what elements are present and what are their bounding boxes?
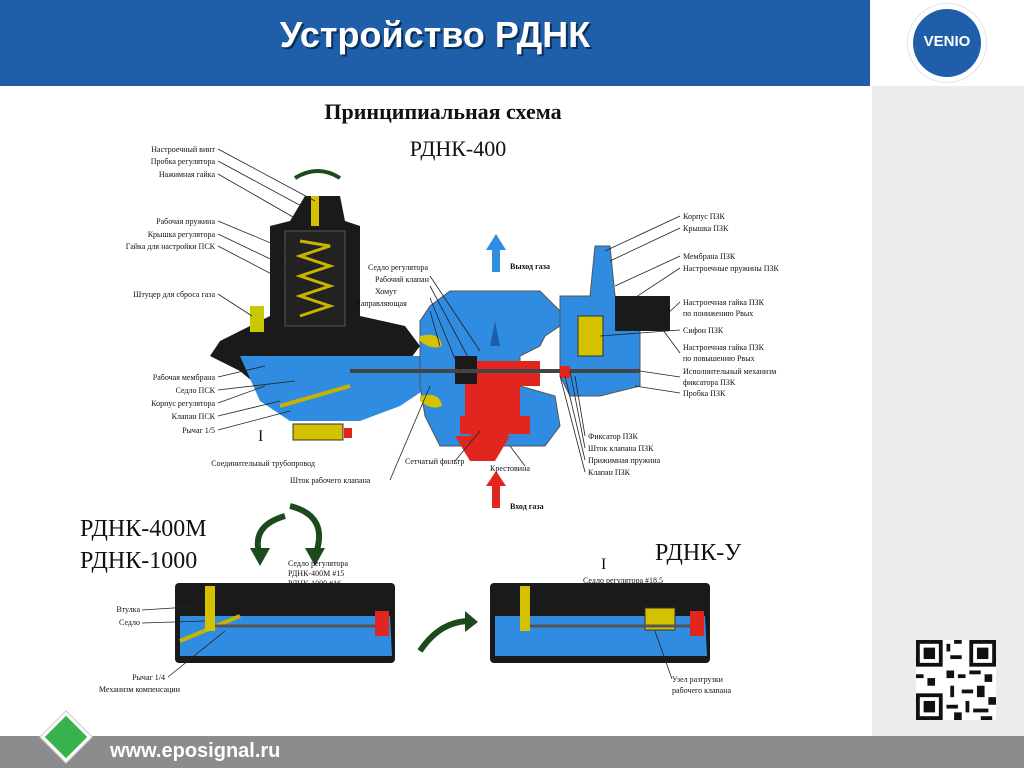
logo-circle: VENIO	[913, 9, 981, 77]
label-pzk-housing: Корпус ПЗК	[683, 212, 726, 221]
regulator-main-body	[210, 196, 430, 441]
label-mesh-filter: Сетчатый фильтр	[405, 457, 464, 466]
label-pressure-nut: Нажимная гайка	[159, 170, 216, 179]
label-pzk-actuator: Исполнительный механизм	[683, 367, 776, 376]
label-seat-m: Седло регулятора	[288, 559, 348, 568]
label-pzk-latch: Фиксатор ПЗК	[588, 432, 638, 441]
gas-in-arrow	[486, 471, 506, 508]
label-crosspiece: Крестовина	[490, 464, 530, 473]
logo-text: VENIO	[923, 33, 971, 50]
logo-area: VENIO	[870, 0, 1024, 86]
label-seat-u: Седло регулятора #18.5	[583, 576, 663, 585]
label-pzk-membrane: Мембрана ПЗК	[683, 252, 736, 261]
page-title: Устройство РДНК	[279, 14, 591, 55]
label-working-spring: Рабочая пружина	[156, 217, 215, 226]
label-regulator-housing: Корпус регулятора	[151, 399, 215, 408]
label-adjust-screw: Настроечный винт	[151, 145, 215, 154]
gas-out-label: Выход газа	[510, 262, 550, 271]
label-pzk-stem: Шток клапана ПЗК	[588, 444, 654, 453]
regulator-u-cutaway	[490, 583, 710, 663]
footer-url[interactable]: www.eposignal.ru	[110, 740, 281, 762]
label-pzk-springs: Настроечные пружины ПЗК	[683, 264, 779, 273]
label-compensation: Механизм компенсации	[99, 685, 181, 694]
label-unloader: Узел разгрузки	[672, 675, 724, 684]
label-psk-seat: Седло ПСК	[176, 386, 216, 395]
label-pzk-nut-low-2: по понижению Рвых	[683, 309, 753, 318]
gas-in-label: Вход газа	[510, 502, 544, 511]
label-pzk-nut-high-2: по повышению Рвых	[683, 354, 755, 363]
model-u: РДНК-У	[655, 540, 741, 566]
label-working-valve: Рабочий клапан	[375, 275, 430, 284]
model-main: РДНК-400	[410, 136, 506, 161]
label-pzk-siphon: Сифон ПЗК	[683, 326, 724, 335]
label-pzk-cover: Крышка ПЗК	[683, 224, 729, 233]
footer-bar: www.eposignal.ru	[0, 736, 1024, 768]
diagram-heading: Принципиальная схема	[324, 99, 561, 124]
adjust-rotation-arrow	[293, 169, 342, 180]
label-guide: Направляющая	[355, 299, 407, 308]
label-psk-nut: Гайка для настройки ПСК	[126, 242, 216, 251]
label-regulator-cover: Крышка регулятора	[148, 230, 216, 239]
label-seat: Седло	[119, 618, 140, 627]
label-seat-400m: РДНК-400М #15	[288, 569, 344, 578]
leader-lines	[217, 148, 681, 481]
label-vent-fitting: Штуцер для сброса газа	[133, 290, 215, 299]
label-working-membrane: Рабочая мембрана	[153, 373, 216, 382]
model-400m: РДНК-400М	[80, 516, 207, 542]
qr-code	[916, 640, 996, 720]
label-connecting-pipe: Соединительный трубопровод	[211, 459, 315, 468]
label-clamp: Хомут	[375, 287, 397, 296]
regulator-diagram: Принципиальная схема РДНК-400 Выход газа	[80, 99, 779, 695]
label-pzk-plug: Пробка ПЗК	[683, 389, 726, 398]
label-psk-valve: Клапан ПСК	[172, 412, 216, 421]
label-lever-1-4: Рычаг 1/4	[132, 673, 165, 682]
label-unloader-2: рабочего клапана	[672, 686, 732, 695]
transition-arrow	[417, 618, 471, 653]
label-pzk-nut-high: Настроечная гайка ПЗК	[683, 343, 765, 352]
label-bushing: Втулка	[116, 605, 140, 614]
label-valve-stem: Шток рабочего клапана	[290, 476, 371, 485]
valve-body	[350, 290, 561, 461]
label-regulator-plug: Пробка регулятора	[151, 157, 216, 166]
label-pzk-nut-low: Настроечная гайка ПЗК	[683, 298, 765, 307]
roman-numeral-1: I	[258, 428, 263, 445]
label-regulator-seat: Седло регулятора	[368, 263, 428, 272]
venio-logo: VENIO	[908, 4, 986, 82]
regulator-m-cutaway	[175, 583, 395, 663]
label-lever-1-5: Рычаг 1/5	[182, 426, 215, 435]
pzk-shutoff-body	[555, 245, 670, 397]
label-pressure-spring: Прижимная пружина	[588, 456, 661, 465]
label-pzk-valve: Клапан ПЗК	[588, 468, 631, 477]
title-bar: Устройство РДНК	[0, 0, 870, 86]
gas-out-arrow	[486, 234, 506, 272]
right-sidebar-strip	[872, 86, 1024, 736]
label-pzk-actuator-2: фиксатора ПЗК	[683, 378, 736, 387]
roman-numeral-2: I	[601, 556, 606, 573]
model-1000: РДНК-1000	[80, 548, 197, 574]
